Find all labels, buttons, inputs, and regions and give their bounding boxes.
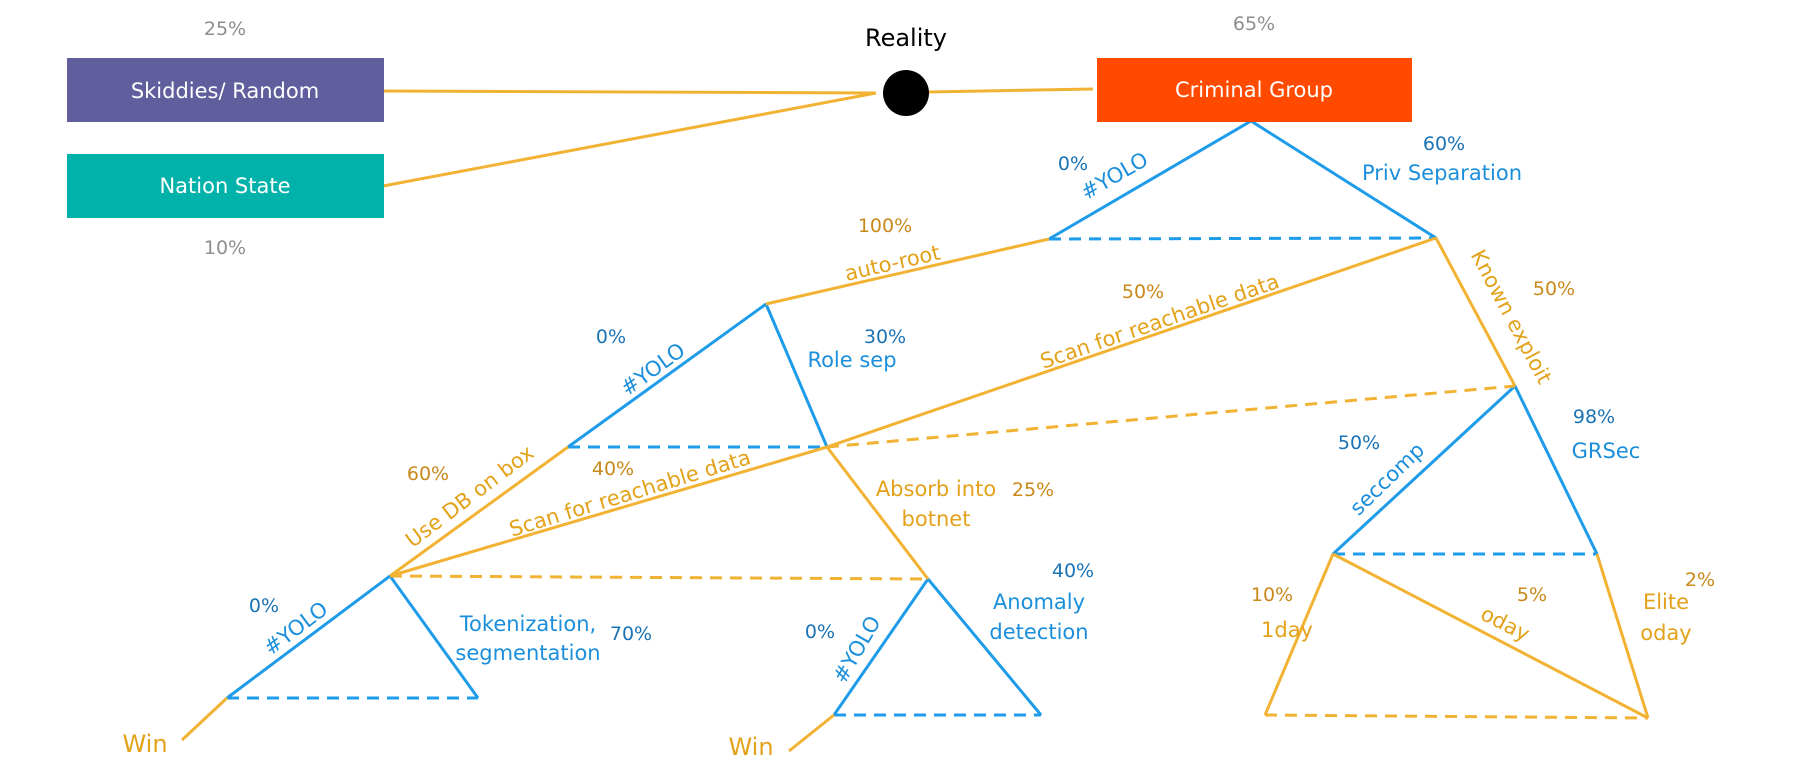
known-exploit-edge xyxy=(1434,237,1517,387)
seccomp-pct: 50% xyxy=(1338,432,1380,454)
priv-sep-pct: 60% xyxy=(1423,133,1465,155)
criminal-group-label: Criminal Group xyxy=(1175,78,1333,102)
grsec-label: GRSec xyxy=(1572,439,1641,463)
left-yolo-pct: 0% xyxy=(249,595,279,617)
role-yolo-pct: 0% xyxy=(596,326,626,348)
role-yolo-edge xyxy=(567,302,767,449)
skiddies-pct: 25% xyxy=(204,18,246,40)
oday-label: oday xyxy=(1477,601,1534,646)
skiddies-label: Skiddies/ Random xyxy=(131,79,319,103)
grsec-pct: 98% xyxy=(1573,406,1615,428)
tokenization-label-line2: segmentation xyxy=(455,641,600,665)
reality-to-criminal-line xyxy=(927,87,1094,94)
absorb-pct: 25% xyxy=(1012,479,1054,501)
scan-lower-pct: 40% xyxy=(592,458,634,480)
absorb-label-line1: Absorb into xyxy=(876,477,996,501)
role-yolo-label: #YOLO xyxy=(616,338,689,400)
auto-root-pct: 100% xyxy=(858,215,912,237)
priv-sep-label: Priv Separation xyxy=(1362,161,1522,185)
win-mid-edge xyxy=(788,713,835,753)
criminal-group-box: Criminal Group xyxy=(1097,58,1412,122)
tokenization-pct: 70% xyxy=(610,623,652,645)
reality-label: Reality xyxy=(865,24,947,52)
tokenization-label-line1: Tokenization, xyxy=(459,612,596,636)
reality-connectors xyxy=(382,87,1094,188)
blue-dashed-lines xyxy=(227,236,1597,717)
known-exploit-pct: 50% xyxy=(1533,278,1575,300)
role-sep-label: Role sep xyxy=(807,348,896,372)
scan-lower-edge xyxy=(389,445,828,578)
skiddies-to-reality-line xyxy=(382,89,877,95)
absorb-label-line2: botnet xyxy=(902,507,971,531)
blue-edges xyxy=(226,119,1599,716)
mid-yolo-label: #YOLO xyxy=(828,612,885,687)
elite-label-line1: Elite xyxy=(1643,590,1689,614)
left-yolo-edge xyxy=(226,574,391,700)
orange-edges xyxy=(180,236,1650,753)
oday-pct: 5% xyxy=(1517,584,1547,606)
role-sep-edge xyxy=(764,303,829,448)
criminal-yolo-label: #YOLO xyxy=(1077,147,1152,204)
mid-yolo-pct: 0% xyxy=(805,621,835,643)
seccomp-edge xyxy=(1331,384,1517,556)
skiddies-box: Skiddies/ Random xyxy=(67,58,384,122)
anomaly-edge xyxy=(926,578,1043,716)
oneday-label: 1day xyxy=(1261,618,1313,642)
criminal-yolo-pct: 0% xyxy=(1058,153,1088,175)
orange-dashed-lines xyxy=(389,384,1649,720)
nation-to-reality-line xyxy=(382,91,877,188)
nation-state-pct: 10% xyxy=(204,237,246,259)
win-left-edge xyxy=(180,696,229,742)
upper-scan-dashed xyxy=(826,384,1516,449)
elite-label-line2: oday xyxy=(1640,621,1691,645)
role-sep-pct: 30% xyxy=(864,326,906,348)
anomaly-label-line1: Anomaly xyxy=(993,590,1085,614)
absorb-edge xyxy=(825,446,930,580)
anomaly-label-line2: detection xyxy=(989,620,1088,644)
mid-yolo-edge xyxy=(832,578,930,716)
tokenization-edge xyxy=(388,575,480,699)
use-db-pct: 60% xyxy=(407,463,449,485)
nation-state-label: Nation State xyxy=(159,174,290,198)
absorb-level-dashed xyxy=(389,574,929,581)
win-left-label: Win xyxy=(122,730,167,758)
oday-edge xyxy=(1332,552,1649,720)
priv-sep-edge xyxy=(1250,119,1437,240)
anomaly-pct: 40% xyxy=(1052,560,1094,582)
criminal-level-dashed xyxy=(1048,236,1437,241)
nation-state-box: Nation State xyxy=(67,154,384,218)
scan-upper-pct: 50% xyxy=(1122,281,1164,303)
scan-upper-edge xyxy=(826,236,1437,449)
grsec-edge xyxy=(1513,385,1599,555)
oneday-pct: 10% xyxy=(1251,584,1293,606)
elite-edge xyxy=(1595,553,1650,719)
reality-node xyxy=(883,70,929,116)
use-db-edge xyxy=(389,445,569,578)
elite-pct: 2% xyxy=(1685,569,1715,591)
win-mid-label: Win xyxy=(728,733,773,761)
auto-root-label: auto-root xyxy=(842,241,942,286)
auto-root-edge xyxy=(765,237,1050,306)
criminal-group-pct: 65% xyxy=(1233,13,1275,35)
criminal-yolo-edge xyxy=(1048,119,1252,241)
oneday-edge xyxy=(1263,553,1335,716)
exploit-bottom-dashed xyxy=(1264,713,1649,720)
